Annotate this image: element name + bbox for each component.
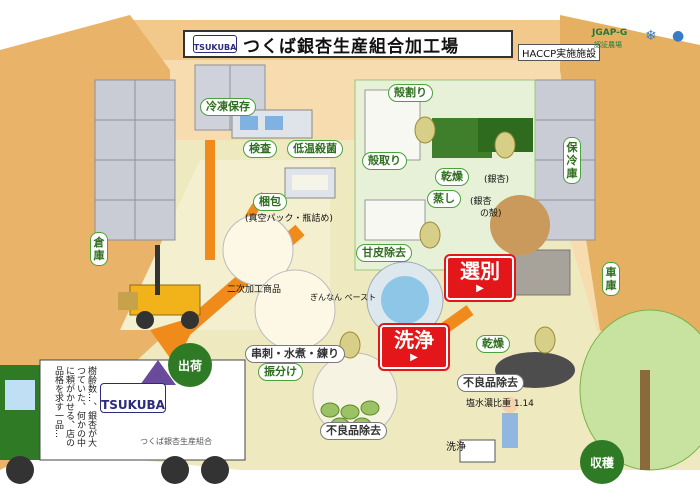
label-shell-crack: 殻割り: [388, 84, 433, 102]
label-steam: 蒸し: [427, 190, 461, 208]
jgap-sub: 認証農場: [594, 41, 622, 49]
label-cold-storage: 保冷庫: [563, 137, 581, 184]
label-defect-remove1: 不良品除去: [457, 374, 524, 392]
label-defect-remove2: 不良品除去: [320, 422, 387, 440]
label-warehouse-left: 倉庫: [90, 232, 108, 266]
label-shell-remove: 殻取り: [362, 152, 407, 170]
label-skin-remove: 甘皮除去: [356, 244, 412, 262]
worker: [459, 397, 518, 463]
label-garage: 車庫: [602, 262, 620, 296]
wash-button-label: 洗浄: [394, 328, 434, 352]
label-packing: 梱包: [253, 193, 287, 211]
haccp-badge: HACCP実施施設: [518, 44, 601, 61]
label-packing-sub: (真空パック・瓶詰め): [245, 214, 333, 224]
snowflake-icon: ❄: [645, 28, 657, 44]
truck-side-text: つくば銀杏生産組合: [140, 437, 212, 446]
label-sort: 振分け: [258, 363, 303, 381]
label-wash-small: 洗浄: [446, 442, 466, 453]
select-button-label: 選別: [460, 259, 500, 283]
jgap-badge: JGAP-G: [592, 28, 628, 38]
truck-poem: 樹齢数…、銀杏が大つていた、何かの中に頼がかせる、店の品格を求す一品…: [53, 366, 96, 447]
play-icon: ▶: [410, 352, 418, 363]
mascot-icon: ●: [672, 28, 685, 44]
left-freezer-units: [94, 79, 176, 241]
label-low-temp: 低温殺菌: [287, 140, 343, 158]
play-icon: ▶: [476, 283, 484, 294]
ship-button[interactable]: 出荷: [168, 343, 212, 387]
wash-button[interactable]: 洗浄 ▶: [380, 325, 448, 369]
label-paste: ぎんなん ペースト: [310, 293, 377, 302]
label-dry2: 乾燥: [476, 335, 510, 353]
label-steam-sub: (銀杏: [470, 197, 492, 207]
label-salinity: 塩水濃比重 1.14: [466, 399, 534, 409]
label-steam-sub2: の殻): [480, 209, 502, 219]
harvest-tree: [579, 309, 700, 471]
label-inspection: 検査: [243, 140, 277, 158]
forklift: [118, 245, 201, 329]
select-button[interactable]: 選別 ▶: [446, 256, 514, 300]
title-banner: TSUKUBA つくば銀杏生産組合加工場: [183, 30, 513, 58]
tsukuba-logo: TSUKUBA: [193, 35, 237, 53]
truck-logo: TSUKUBA: [100, 383, 166, 413]
page-title: つくば銀杏生産組合加工場: [243, 36, 459, 57]
label-secondary: 二次加工商品: [227, 285, 282, 295]
label-dry1: 乾燥: [435, 168, 469, 186]
label-boil: (銀杏): [484, 175, 510, 185]
label-skewer: 串刺・水煮・練り: [245, 345, 345, 363]
harvest-button[interactable]: 収穫: [580, 440, 624, 484]
label-freezer: 冷凍保存: [200, 98, 256, 116]
